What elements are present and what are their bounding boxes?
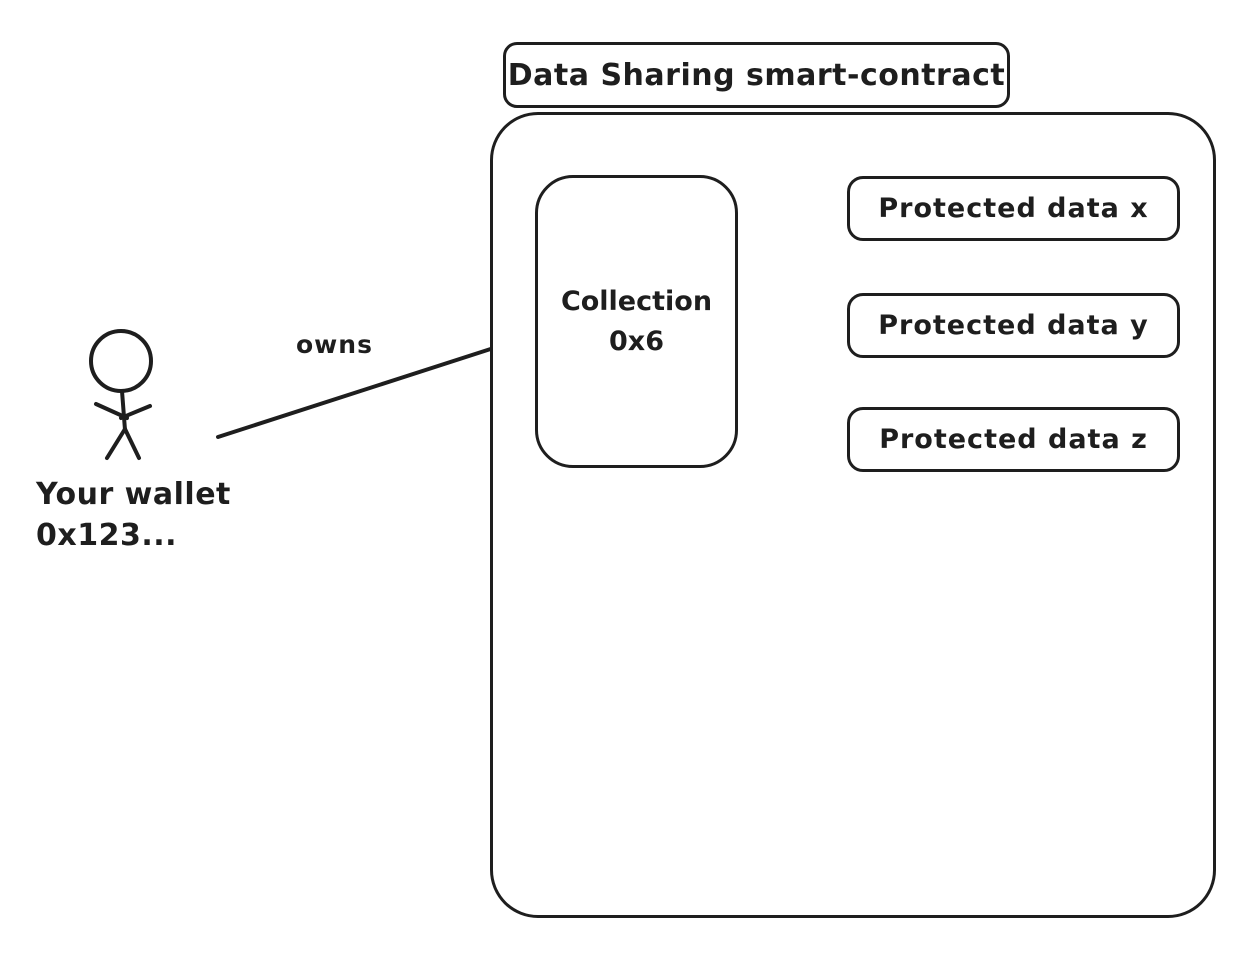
owns-arrow-label: owns — [296, 330, 373, 359]
protected-data-x-box: Protected data x — [847, 176, 1180, 241]
collection-box: Collection 0x6 — [535, 175, 738, 468]
smart-contract-title: Data Sharing smart-contract — [507, 57, 1006, 93]
protected-data-z-box: Protected data z — [847, 407, 1180, 472]
protected-data-y-box: Protected data y — [847, 293, 1180, 358]
protected-data-x-label: Protected data x — [878, 193, 1149, 224]
wallet-actor-icon — [89, 329, 153, 460]
collection-name: Collection — [560, 286, 713, 318]
wallet-actor-label: Your wallet 0x123... — [36, 475, 231, 556]
protected-data-y-label: Protected data y — [878, 310, 1149, 341]
wallet-actor-address: 0x123... — [36, 517, 178, 553]
protected-data-z-label: Protected data z — [879, 424, 1148, 455]
smart-contract-title-box: Data Sharing smart-contract — [503, 42, 1010, 108]
wallet-actor-name: Your wallet — [36, 477, 231, 512]
owns-arrow — [216, 329, 537, 439]
collection-address: 0x6 — [609, 325, 664, 357]
